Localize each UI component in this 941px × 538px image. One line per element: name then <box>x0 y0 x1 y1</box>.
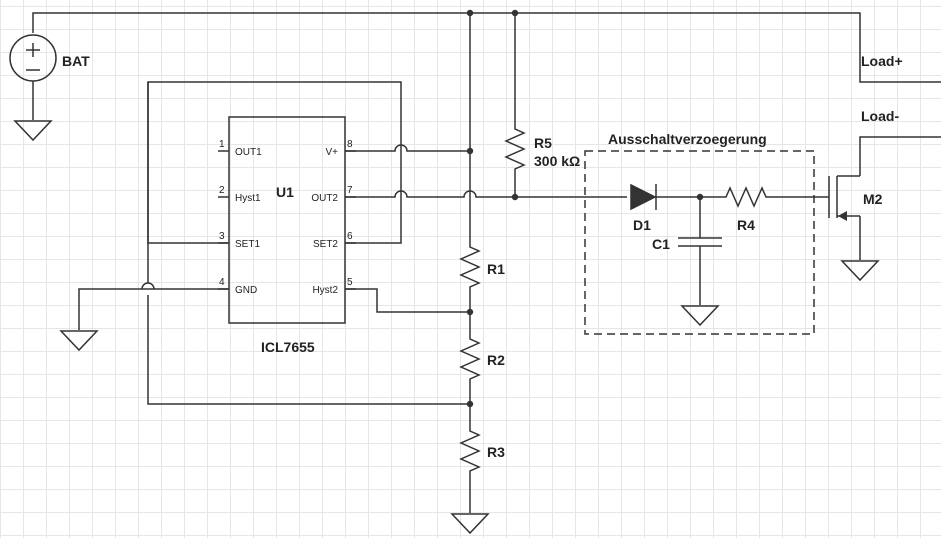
delay-group-box <box>584 150 815 335</box>
resistor-r4 <box>720 186 772 208</box>
ground-symbol-c1 <box>680 305 720 327</box>
junction <box>466 9 474 17</box>
mosfet-m2 <box>828 175 860 221</box>
pin-name: OUT2 <box>311 193 338 204</box>
battery-label: BAT <box>62 53 90 69</box>
pin-number: 6 <box>347 231 353 242</box>
wire-vplus <box>345 144 470 152</box>
wire-hyst2 <box>345 288 470 313</box>
wire-ic-gnd <box>78 288 229 330</box>
r2-label: R2 <box>487 352 505 368</box>
capacitor-c1 <box>678 237 722 247</box>
resistor-r2 <box>459 333 481 383</box>
junction <box>511 193 519 201</box>
pin-number: 1 <box>219 139 225 150</box>
pin-number: 8 <box>347 139 353 150</box>
ic-body <box>228 116 346 324</box>
junction <box>696 193 704 201</box>
pin-name: Hyst2 <box>312 285 338 296</box>
ground-symbol-r3 <box>450 513 490 535</box>
junction <box>511 9 519 17</box>
ground-symbol-mosfet <box>840 260 880 282</box>
ground-symbol-battery <box>13 120 53 142</box>
r5-value: 300 kΩ <box>534 153 580 169</box>
battery-polarity <box>26 43 40 71</box>
r3-label: R3 <box>487 444 505 460</box>
battery-circle <box>9 34 57 82</box>
pin-number: 2 <box>219 185 225 196</box>
pin-number: 3 <box>219 231 225 242</box>
pin-name: SET1 <box>235 239 260 250</box>
resistor-r5 <box>504 123 526 180</box>
junctions <box>466 9 704 408</box>
pin-number: 4 <box>219 277 225 288</box>
junction <box>466 308 474 316</box>
diode-d1 <box>630 183 669 211</box>
wire-set-loop <box>147 81 402 244</box>
ic-reference: U1 <box>276 184 294 200</box>
c1-label: C1 <box>652 236 670 252</box>
pin-name: SET2 <box>313 239 338 250</box>
wires <box>32 12 941 513</box>
pin-name: V+ <box>325 147 338 158</box>
diode-cathode <box>655 184 669 210</box>
wire-out2 <box>345 190 627 198</box>
mosfet-arrow <box>838 211 847 221</box>
ic-left-pin-stubs <box>218 150 229 290</box>
r4-label: R4 <box>737 217 755 233</box>
pin-name: OUT1 <box>235 147 262 158</box>
load-minus-label: Load- <box>861 108 899 124</box>
pin-number: 5 <box>347 277 353 288</box>
delay-group-label: Ausschaltverzoegerung <box>608 131 767 147</box>
ic-right-pin-stubs <box>345 150 356 290</box>
r5-label: R5 <box>534 135 552 151</box>
junction <box>466 147 474 155</box>
resistor-r1 <box>459 241 481 292</box>
ic-u1: 1 2 3 4 OUT1 Hyst1 SET1 GND 8 7 6 5 V+ O… <box>218 116 356 324</box>
pin-number: 7 <box>347 185 353 196</box>
wire-load-minus <box>859 136 941 176</box>
wire-top-rail <box>32 12 941 83</box>
diode-triangle <box>630 183 657 211</box>
load-plus-label: Load+ <box>861 53 903 69</box>
battery-symbol <box>9 34 57 82</box>
resistor-r3 <box>459 425 481 475</box>
ground-symbol-ic <box>59 330 99 352</box>
ic-part-number: ICL7655 <box>261 339 315 355</box>
r1-label: R1 <box>487 261 505 277</box>
m2-label: M2 <box>863 191 883 207</box>
wire-crossover-gnd <box>141 282 155 290</box>
pin-name: Hyst1 <box>235 193 261 204</box>
pin-name: GND <box>235 285 257 296</box>
junction <box>466 400 474 408</box>
wire-loop-left <box>147 82 470 405</box>
d1-label: D1 <box>633 217 651 233</box>
mosfet-drain-source <box>837 175 860 217</box>
